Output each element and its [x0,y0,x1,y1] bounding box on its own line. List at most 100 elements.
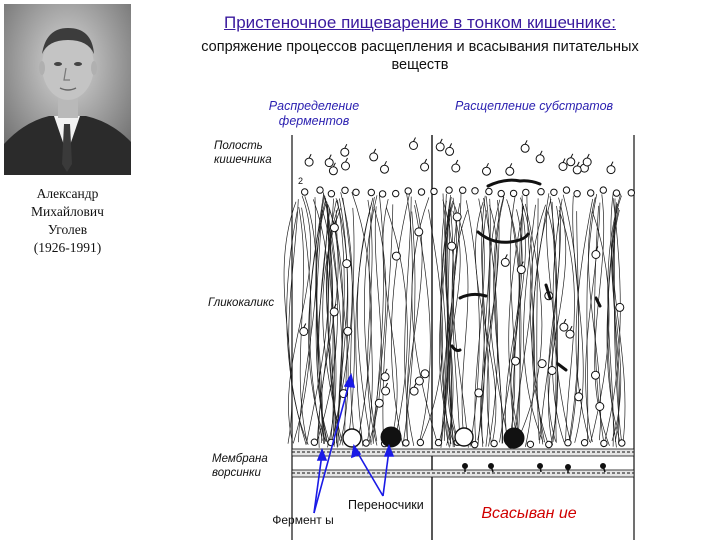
svg-text:2: 2 [298,176,303,186]
enzyme-molecule [546,441,552,447]
glycocalyx-fiber [500,199,520,442]
enzyme-molecule [573,166,581,174]
enzyme-molecule [563,187,569,193]
header-enzyme-distribution: Распределение ферментов [254,99,374,129]
enzyme-molecule [588,190,594,196]
enzyme-molecule [565,440,571,446]
enzyme-tail [440,139,442,143]
enzyme-molecule [596,403,604,411]
enzyme-molecule [452,164,460,172]
enzyme-molecule [379,191,385,197]
enzyme-tail [329,155,331,159]
enzyme-molecule [343,260,351,268]
diagram-frame: 2 [292,135,634,540]
enzyme-tail [450,143,452,147]
glycocalyx-fiber [284,202,296,444]
enzyme-molecule [435,439,441,445]
enzyme-molecule [436,143,444,151]
enzyme-molecule [368,189,374,195]
enzyme-tail [346,158,348,162]
enzyme-tail [571,154,573,158]
enzyme-tail [385,161,387,165]
enzyme-molecule [560,323,568,331]
glycocalyx-fiber [352,192,372,447]
enzyme-tail [525,140,527,144]
enzyme-molecule [628,190,634,196]
enzyme-molecule [448,242,456,250]
enzyme-molecule [410,142,418,150]
enzyme-tail [385,369,387,373]
enzyme-molecule [300,328,308,336]
enzyme-molecule [592,251,600,259]
enzyme-molecule [342,162,350,170]
enzyme-molecule [344,327,352,335]
enzyme-molecule [415,228,423,236]
enzyme-tail [456,160,458,164]
glycocalyx-fiber [587,194,597,443]
enzyme-molecule [329,167,337,175]
glycocalyx-fiber [367,197,374,443]
enzyme-molecule [311,439,317,445]
glycocalyx-fiber [466,200,479,446]
enzyme-molecule [353,189,359,195]
enzyme-molecule [305,158,313,166]
label-villus-membrane: Мембрана ворсинки [212,452,292,480]
enzyme-molecule [381,373,389,381]
enzyme-tail [374,149,376,153]
enzyme-molecule [567,158,575,166]
enzyme-molecule [538,189,544,195]
enzyme-tail [487,163,489,167]
enzyme-molecule [592,371,600,379]
enzyme-molecule [421,163,429,171]
enzyme-molecule [342,187,348,193]
enzyme-tail [304,324,306,328]
enzyme-molecule [475,389,483,397]
enzyme-molecule [453,213,461,221]
enzyme-molecule [501,258,509,266]
enzyme-molecule [548,367,556,375]
enzyme-molecule [512,357,520,365]
enzyme-molecule [446,147,454,155]
enzyme-molecule [392,252,400,260]
enzyme-molecule [506,167,514,175]
glycocalyx-fiber [482,196,490,447]
enzyme-molecule [382,387,390,395]
label-carriers: Переносчики [348,498,448,512]
enzyme-molecule [517,266,525,274]
enzyme-tail [345,144,347,148]
enzyme-molecule [418,189,424,195]
enzyme-tail [386,383,388,387]
enzyme-molecule [472,188,478,194]
enzyme-tail [564,319,566,323]
enzyme-molecule [460,187,466,193]
enzyme-tail [611,162,613,166]
enzyme-molecule [601,440,607,446]
enzyme-molecule [417,439,423,445]
enzyme-molecule [393,190,399,196]
enzyme-molecule [613,190,619,196]
enzyme-molecules [300,138,635,448]
membrane-layer [292,449,634,477]
enzyme-molecule [446,187,452,193]
enzyme-tail [540,151,542,155]
enzyme-molecule [600,187,606,193]
enzyme-molecule [317,187,323,193]
header-substrate-splitting: Расщепление субстратов [434,99,634,114]
enzyme-molecule [486,188,492,194]
enzyme-tail [333,163,335,167]
enzyme-molecule [559,163,567,171]
enzyme-molecule [410,387,418,395]
enzyme-tail [577,162,579,166]
enzyme-molecule [431,188,437,194]
enzyme-tail [587,154,589,158]
enzyme-molecule [536,155,544,163]
enzyme-molecule [575,393,583,401]
enzyme-molecule [523,189,529,195]
enzyme-molecule [538,360,546,368]
enzyme-molecule [498,190,504,196]
enzyme-molecule [491,440,497,446]
enzyme-molecule [370,153,378,161]
enzyme-tail [570,326,572,330]
enzyme-molecule [363,440,369,446]
